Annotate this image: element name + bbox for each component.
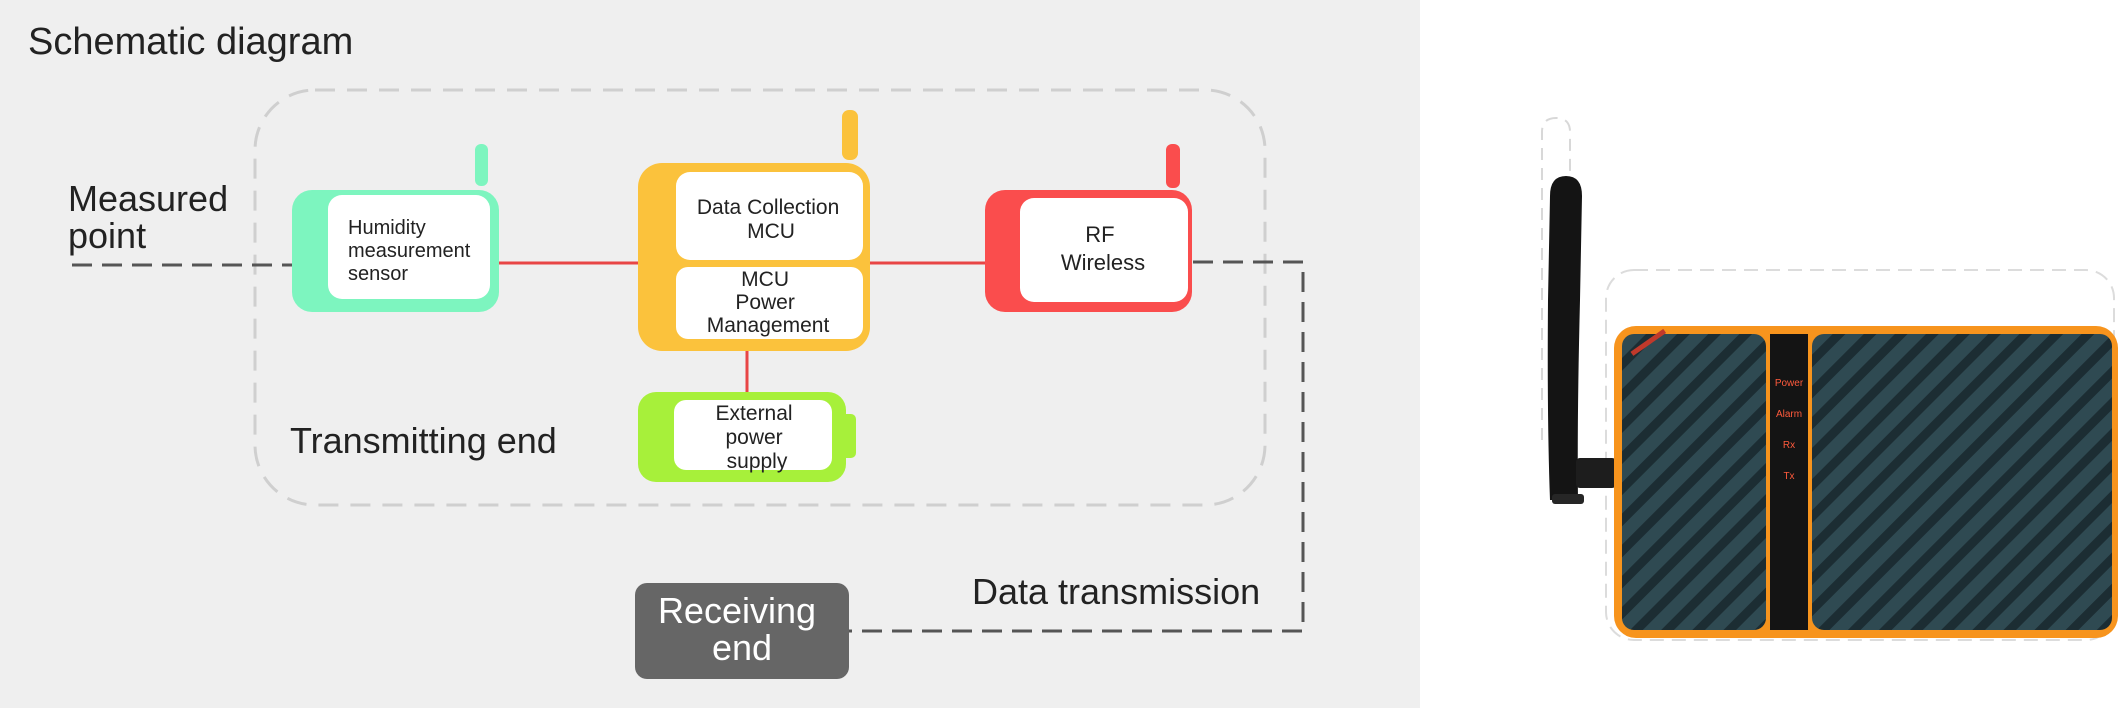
tx-indicator: Tx: [1783, 471, 1794, 482]
mcu-module: Data Collection MCU MCU Power Management: [638, 110, 870, 351]
humidity-sensor-module: Humidity measurement sensor: [292, 144, 499, 312]
humidity-sensor-label: Humidity measurement sensor: [348, 217, 476, 285]
rf-wireless-label: RF Wireless: [1061, 222, 1145, 275]
power-management-label: MCU Power Management: [707, 268, 830, 337]
diagram-title: Schematic diagram: [28, 21, 353, 63]
rf-wireless-module: RF Wireless: [985, 144, 1192, 312]
data-transmission-label: Data transmission: [972, 571, 1260, 612]
device-outline: [1605, 269, 2115, 641]
right-vent-panel: [1812, 334, 2112, 630]
schematic-svg: Schematic diagram Measured point Humidit…: [28, 21, 1305, 679]
left-vent-panel: [1622, 334, 1766, 630]
rx-indicator: Rx: [1783, 440, 1795, 451]
device-body: Power Alarm Rx Tx: [1614, 326, 2118, 638]
receiving-end-label: Receiving end: [658, 590, 826, 668]
transmitting-end-label: Transmitting end: [290, 420, 557, 461]
data-transmission-path: [848, 260, 1305, 633]
transmitting-end-boundary: [253, 88, 1267, 507]
receiving-end-box: Receiving end: [635, 583, 849, 679]
schematic-panel: Schematic diagram Measured point Humidit…: [0, 0, 1420, 708]
antenna-outline: [1541, 116, 1571, 440]
device-illustration: Power Alarm Rx Tx: [1541, 116, 2118, 641]
antenna-icon: [1547, 176, 1616, 504]
device-image-panel: Power Alarm Rx Tx: [1420, 0, 2118, 708]
measured-point-label: Measured point: [68, 178, 238, 256]
external-power-label: External power supply: [716, 402, 799, 473]
power-indicator: Power: [1775, 378, 1804, 389]
alarm-indicator: Alarm: [1776, 409, 1802, 420]
brand-logo: [1630, 328, 1667, 356]
indicator-strip: [1770, 334, 1808, 630]
data-collection-label: Data Collection MCU: [697, 196, 845, 243]
external-power-module: External power supply: [638, 392, 856, 482]
